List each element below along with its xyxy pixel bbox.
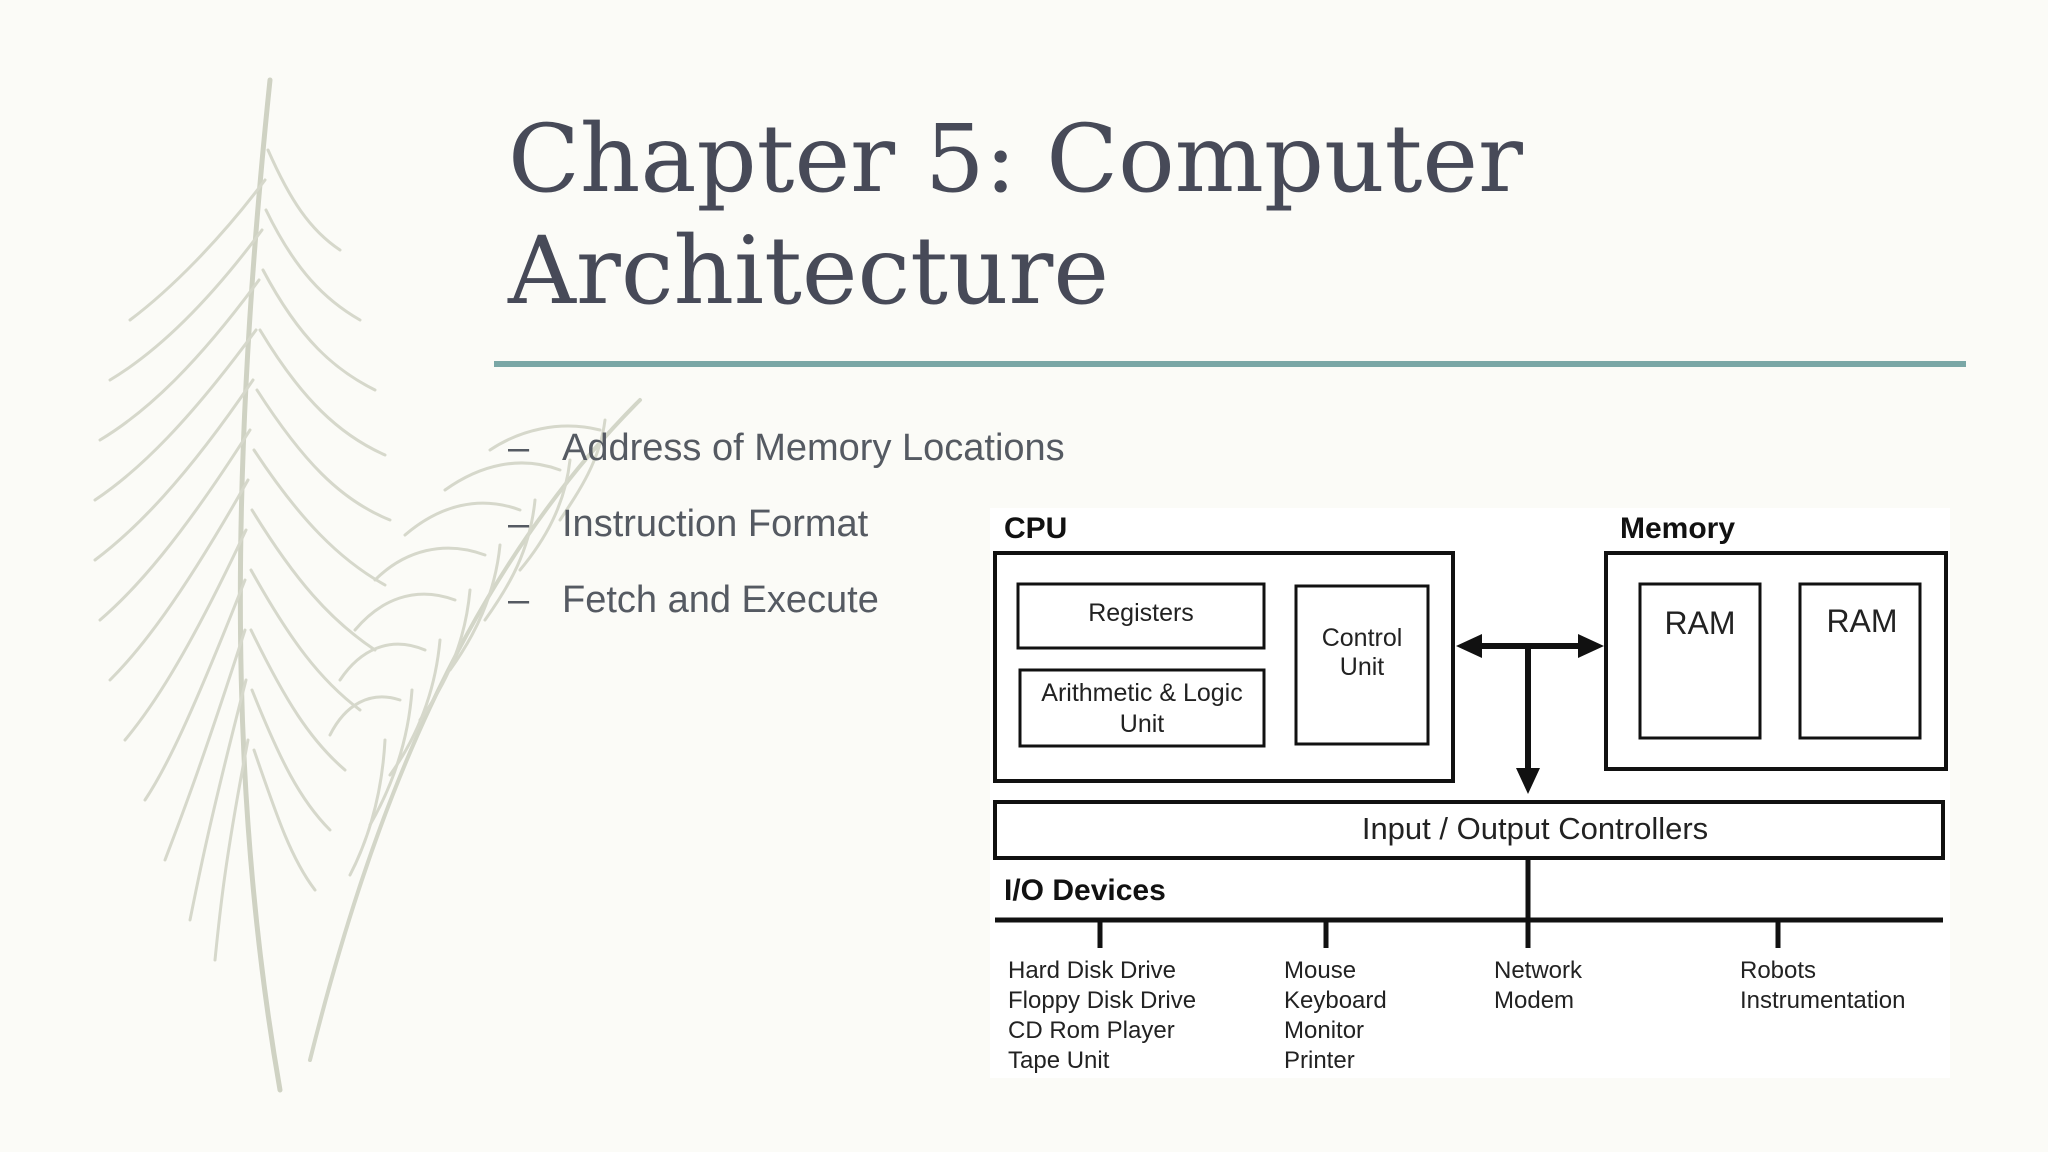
ram-label-1: RAM [1664,605,1735,641]
alu-label-line2: Unit [1120,710,1165,738]
bullet-text: Fetch and Execute [562,579,879,621]
slide-title: Chapter 5: Computer Architecture [508,104,1908,328]
device-item: Instrumentation [1740,987,1905,1014]
cpu-box [993,551,1455,783]
device-item: Network [1494,957,1583,984]
alu-box [1018,668,1266,748]
device-item: Keyboard [1284,987,1387,1014]
device-item: Floppy Disk Drive [1008,987,1196,1014]
device-item: Mouse [1284,957,1356,984]
alu-label-line1: Arithmetic & Logic [1041,679,1242,707]
memory-label: Memory [1620,512,1735,545]
registers-box [1016,582,1266,650]
memory-box [1604,551,1948,771]
io-controllers-label: Input / Output Controllers [1362,811,1708,846]
device-item: Printer [1284,1047,1355,1074]
device-item: Modem [1494,987,1574,1014]
title-line-1: Chapter 5: Computer [508,105,1523,214]
registers-label: Registers [1088,599,1194,627]
bullet-dash: – [508,579,530,621]
cpu-label: CPU [1004,512,1067,545]
device-item: CD Rom Player [1008,1017,1175,1044]
io-controllers-box [993,800,1945,860]
architecture-diagram-svg: CPU Registers Arithmetic & Logic Unit Co… [993,512,1948,1074]
bullet-item: – Instruction Format [508,496,1065,572]
device-group-peripherals: Mouse Keyboard Monitor Printer [1284,957,1387,1074]
bullet-item: – Fetch and Execute [508,572,1065,648]
io-bus-drops [1097,920,1781,948]
device-group-robotics: Robots Instrumentation [1740,957,1905,1014]
ram-label-2: RAM [1826,603,1897,639]
title-underline [494,361,1966,367]
device-item: Robots [1740,957,1816,984]
architecture-diagram: CPU Registers Arithmetic & Logic Unit Co… [990,508,1950,1078]
system-bus-arrows [1456,634,1604,794]
bullet-text: Instruction Format [562,503,869,545]
device-item: Tape Unit [1008,1047,1110,1074]
bullet-dash: – [508,503,530,545]
device-group-storage: Hard Disk Drive Floppy Disk Drive CD Rom… [1008,957,1196,1074]
ram-box-1 [1638,582,1762,740]
device-item: Hard Disk Drive [1008,957,1176,984]
feather-illustration [93,77,642,1093]
control-unit-line1: Control [1322,624,1403,652]
bullet-dash: – [508,427,530,469]
io-devices-label: I/O Devices [1004,874,1166,907]
bullet-text: Address of Memory Locations [562,427,1065,469]
device-item: Monitor [1284,1017,1364,1044]
ram-box-2 [1798,582,1922,740]
control-unit-line2: Unit [1340,653,1385,681]
title-line-2: Architecture [508,217,1109,326]
bullet-list: – Address of Memory Locations – Instruct… [508,420,1065,648]
control-unit-box [1294,584,1430,746]
device-group-network: Network Modem [1494,957,1583,1014]
bullet-item: – Address of Memory Locations [508,420,1065,496]
